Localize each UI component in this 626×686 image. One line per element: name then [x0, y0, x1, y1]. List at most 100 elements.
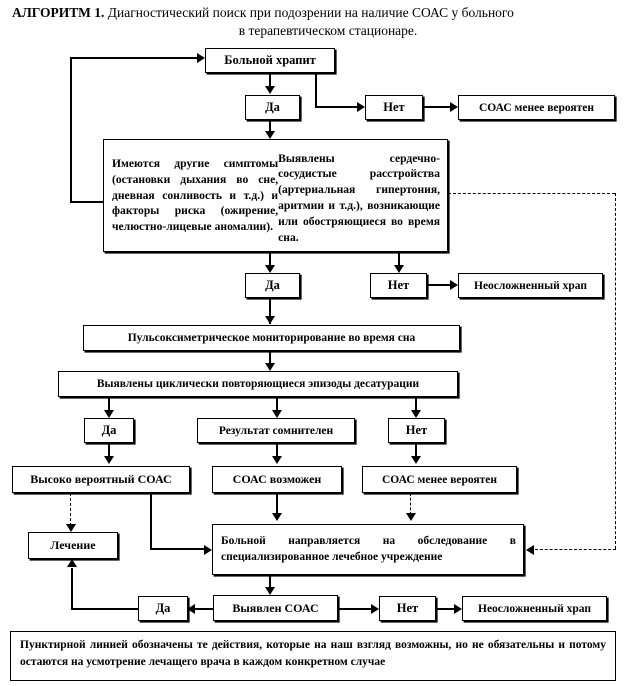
line-yes1-to-symptoms	[269, 120, 271, 132]
node-yes-3-label: Да	[101, 423, 117, 437]
node-simple-snoring-1-label: Неосложненный храп	[474, 279, 587, 292]
arrowhead-yes4-to-treatment	[67, 559, 77, 567]
node-osa-possible-label: СОАС возможен	[232, 472, 322, 486]
node-treatment[interactable]: Лечение	[28, 532, 118, 559]
node-yes-2[interactable]: Да	[245, 273, 300, 298]
arrowhead-to-highly-likely	[104, 456, 114, 464]
dashed-line-into-referral	[535, 549, 616, 550]
arrowhead-to-osa-less-likely-2	[411, 456, 421, 464]
node-osa-less-likely-1[interactable]: СОАС менее вероятен	[458, 95, 615, 120]
line-yes3-to-highly-likely	[108, 443, 110, 460]
arrowhead-to-no1	[357, 102, 365, 112]
line-osa-detected-to-yes4	[195, 608, 214, 610]
arrowhead-possible-to-referral	[272, 513, 282, 521]
node-referral-to-specialist[interactable]: Больной направляется на обследование в с…	[212, 524, 524, 575]
arrowhead-snores-to-yes1	[265, 86, 275, 94]
node-pulse-oximetry-monitoring[interactable]: Пульсоксиметрическое мониторирование во …	[83, 325, 460, 351]
algorithm-label: АЛГОРИТМ 1.	[12, 5, 105, 20]
title-line-1: Диагностический поиск при подозрении на …	[104, 5, 514, 20]
node-simple-snoring-2-label: Неосложненный храп	[478, 602, 591, 615]
node-no-3-label: Нет	[405, 423, 428, 437]
arrowhead-yes1-to-symptoms	[265, 131, 275, 139]
node-symptoms-and-risk-factors[interactable]: Имеются другие симптомы (остановки дыхан…	[103, 139, 448, 252]
line-doubtful-to-possible	[276, 443, 278, 460]
page-title: АЛГОРИТМ 1. Диагностический поиск при по…	[8, 4, 618, 40]
title-line-2: в терапевтическом стационаре.	[238, 23, 418, 39]
arrowhead-to-yes4	[187, 603, 195, 614]
line-snores-to-yes1	[269, 73, 271, 87]
node-pulse-oximetry-label: Пульсоксиметрическое мониторирование во …	[127, 332, 416, 344]
node-yes-4[interactable]: Да	[138, 596, 188, 621]
line-highly-likely-to-referral	[150, 548, 205, 550]
line-no2-to-simple-snoring-1	[427, 284, 450, 286]
node-yes-2-label: Да	[265, 278, 280, 292]
dashed-line-right-vertical	[615, 193, 616, 549]
node-osa-detected[interactable]: Выявлен СОАС	[213, 595, 338, 621]
node-simple-snoring-2[interactable]: Неосложненный храп	[462, 596, 607, 621]
line-yes4-up-to-treatment	[71, 568, 73, 609]
node-yes-1[interactable]: Да	[245, 95, 300, 120]
arrowhead-dashed-osa-less-to-referral	[406, 513, 416, 521]
footnote-box: Пунктирной линией обозначены те действия…	[10, 631, 616, 681]
line-snores-right-down	[315, 73, 317, 107]
arrowhead-dashed-into-referral	[526, 544, 534, 555]
arrowhead-symptoms-to-no2	[394, 265, 404, 273]
node-osa-possible[interactable]: СОАС возможен	[212, 466, 342, 493]
node-yes-3[interactable]: Да	[84, 418, 134, 443]
node-referral-label: Больной направляется на обследование в с…	[221, 534, 516, 563]
node-yes-1-label: Да	[265, 100, 280, 114]
node-osa-less-likely-2[interactable]: СОАС менее вероятен	[362, 466, 517, 493]
arrowhead-to-simple-snoring-2	[454, 603, 462, 614]
line-desaturation-to-no3	[415, 397, 417, 411]
node-result-doubtful-label: Результат сомнителен	[218, 424, 334, 437]
arrowhead-referral-to-osa-detected	[265, 587, 275, 595]
line-snores-to-no1	[315, 106, 357, 108]
line-pulseox-to-desaturation	[269, 351, 271, 368]
arrowhead-to-yes3	[104, 410, 114, 418]
arrowhead-to-no3	[411, 410, 421, 418]
dashed-line-symptoms-right	[448, 193, 615, 194]
node-symptoms-paragraph-2: Выявлены сердечно-сосудистые расстройств…	[278, 151, 440, 244]
node-yes-4-label: Да	[155, 601, 171, 615]
node-no-4[interactable]: Нет	[379, 596, 436, 621]
feedback-line-vertical-left	[70, 57, 72, 202]
line-yes4-left	[71, 608, 139, 610]
dashed-line-highly-likely-to-treatment	[70, 493, 71, 526]
node-no-1-label: Нет	[383, 100, 405, 114]
line-no1-to-osa-less-likely	[423, 106, 450, 108]
node-patient-snores[interactable]: Больной храпит	[205, 48, 335, 73]
node-desaturation-episodes[interactable]: Выявлены циклически повторяющиеся эпизод…	[58, 371, 458, 397]
footnote-text: Пунктирной линией обозначены те действия…	[20, 639, 606, 668]
node-osa-less-likely-1-label: СОАС менее вероятен	[478, 101, 595, 114]
node-result-doubtful[interactable]: Результат сомнителен	[197, 418, 355, 443]
line-possible-to-referral	[276, 493, 278, 515]
node-no-2-label: Нет	[387, 278, 410, 292]
line-desaturation-to-doubtful	[276, 397, 278, 411]
feedback-line-horizontal-bottom	[70, 201, 103, 203]
feedback-arrowhead-to-snores	[197, 52, 205, 63]
line-highly-likely-down	[150, 493, 152, 549]
node-no-3[interactable]: Нет	[388, 418, 445, 443]
line-yes2-to-pulseox	[269, 298, 271, 324]
arrowhead-pulseox-to-desaturation	[265, 363, 275, 371]
node-no-2[interactable]: Нет	[370, 273, 427, 298]
node-simple-snoring-1[interactable]: Неосложненный храп	[458, 273, 603, 298]
node-treatment-label: Лечение	[50, 538, 96, 552]
line-no4-to-simple-snoring-2	[436, 608, 455, 610]
line-no3-to-osa-less-likely-2	[415, 443, 417, 460]
arrowhead-yes2-to-pulseox	[265, 316, 275, 324]
node-highly-likely-osa[interactable]: Высоко вероятный СОАС	[12, 466, 190, 493]
arrowhead-to-no4	[371, 603, 379, 614]
arrowhead-to-osa-less-likely-1	[450, 102, 458, 112]
arrowhead-to-possible	[272, 456, 282, 464]
line-desaturation-to-yes3	[108, 397, 110, 411]
line-osa-detected-to-no4	[338, 608, 372, 610]
node-no-4-label: Нет	[396, 601, 419, 615]
node-desaturation-label: Выявлены циклически повторяющиеся эпизод…	[96, 378, 420, 390]
node-no-1[interactable]: Нет	[365, 95, 423, 120]
node-patient-snores-label: Больной храпит	[224, 53, 316, 67]
feedback-line-horizontal-top	[70, 57, 198, 59]
line-referral-to-osa-detected	[269, 575, 271, 591]
arrowhead-dashed-to-treatment	[66, 524, 76, 532]
